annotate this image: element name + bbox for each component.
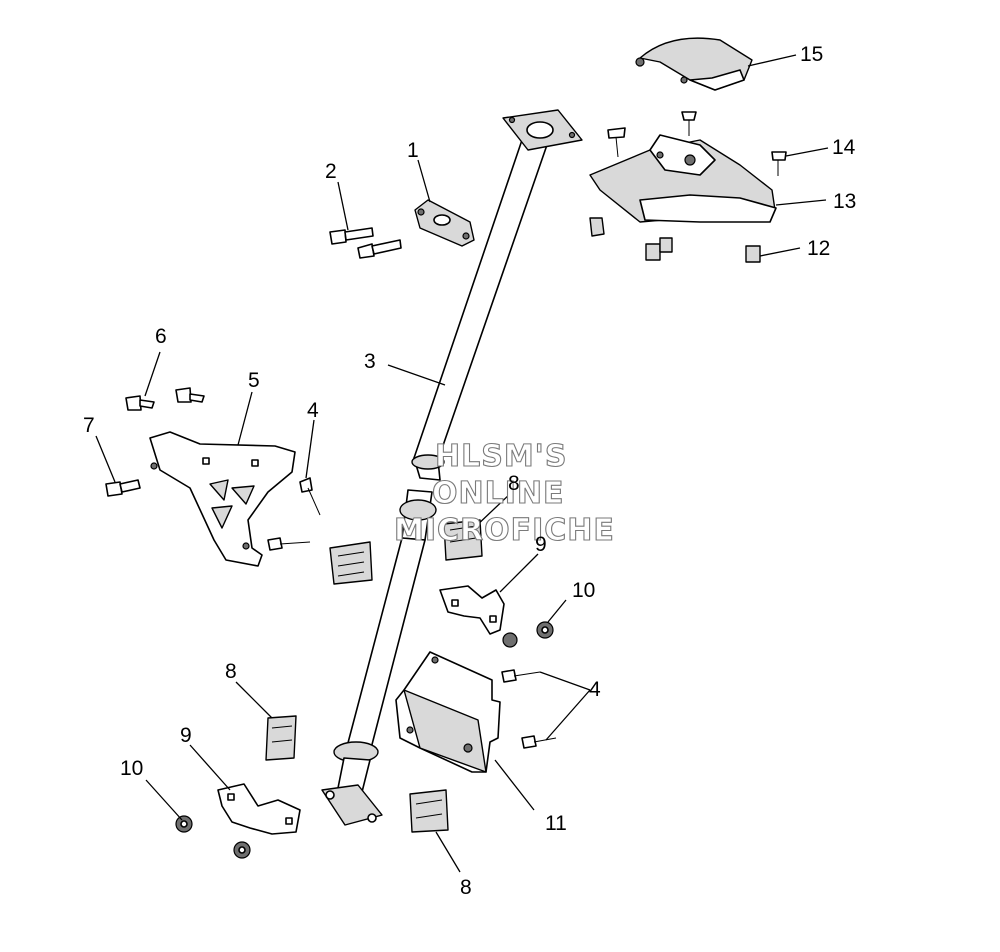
callout-9a: 9	[535, 533, 547, 556]
callout-8a: 8	[508, 472, 520, 495]
callout-10a: 10	[572, 579, 595, 602]
callout-3: 3	[364, 350, 376, 373]
nut-part	[589, 217, 761, 263]
top-cover-part	[635, 37, 753, 91]
callout-8c: 8	[460, 876, 472, 899]
leader-lines	[95, 54, 829, 873]
callout-10b: 10	[120, 757, 143, 780]
clamp-bracket-part	[217, 585, 505, 835]
pin-part	[501, 669, 557, 749]
steering-shaft-part	[321, 109, 583, 826]
callout-4b: 4	[589, 678, 601, 701]
lower-mount-bracket-part	[395, 651, 501, 773]
callout-7: 7	[83, 414, 95, 437]
callout-4a: 4	[307, 399, 319, 422]
bolt-part	[105, 387, 205, 497]
clamp-block-part	[414, 199, 475, 247]
nut-part	[175, 621, 554, 859]
callout-14: 14	[832, 136, 856, 159]
callout-11: 11	[545, 812, 567, 835]
bushing-part	[265, 519, 483, 833]
screw-part	[607, 111, 787, 176]
watermark-line-1: HLSM'S	[435, 439, 567, 474]
watermark-line-3: MICROFICHE	[394, 513, 615, 548]
watermark: HLSM'S ONLINE MICROFICHE	[393, 438, 615, 548]
callout-labels: 1 2 3 4 4 5 6 7 8 8 8 9 9 10 10 11 12 13…	[83, 43, 856, 899]
callout-5: 5	[248, 369, 260, 392]
callout-12: 12	[807, 237, 830, 260]
left-bracket-part	[149, 431, 296, 567]
callout-15: 15	[800, 43, 823, 66]
callout-1: 1	[407, 139, 419, 162]
bolt-part	[329, 227, 402, 259]
callout-9b: 9	[180, 724, 192, 747]
watermark-line-2: ONLINE	[432, 476, 565, 511]
callout-13: 13	[833, 190, 856, 213]
upper-bracket-part	[589, 134, 777, 223]
callout-6: 6	[155, 325, 167, 348]
callout-2: 2	[325, 160, 337, 183]
pin-part	[267, 477, 321, 551]
callout-8b: 8	[225, 660, 237, 683]
